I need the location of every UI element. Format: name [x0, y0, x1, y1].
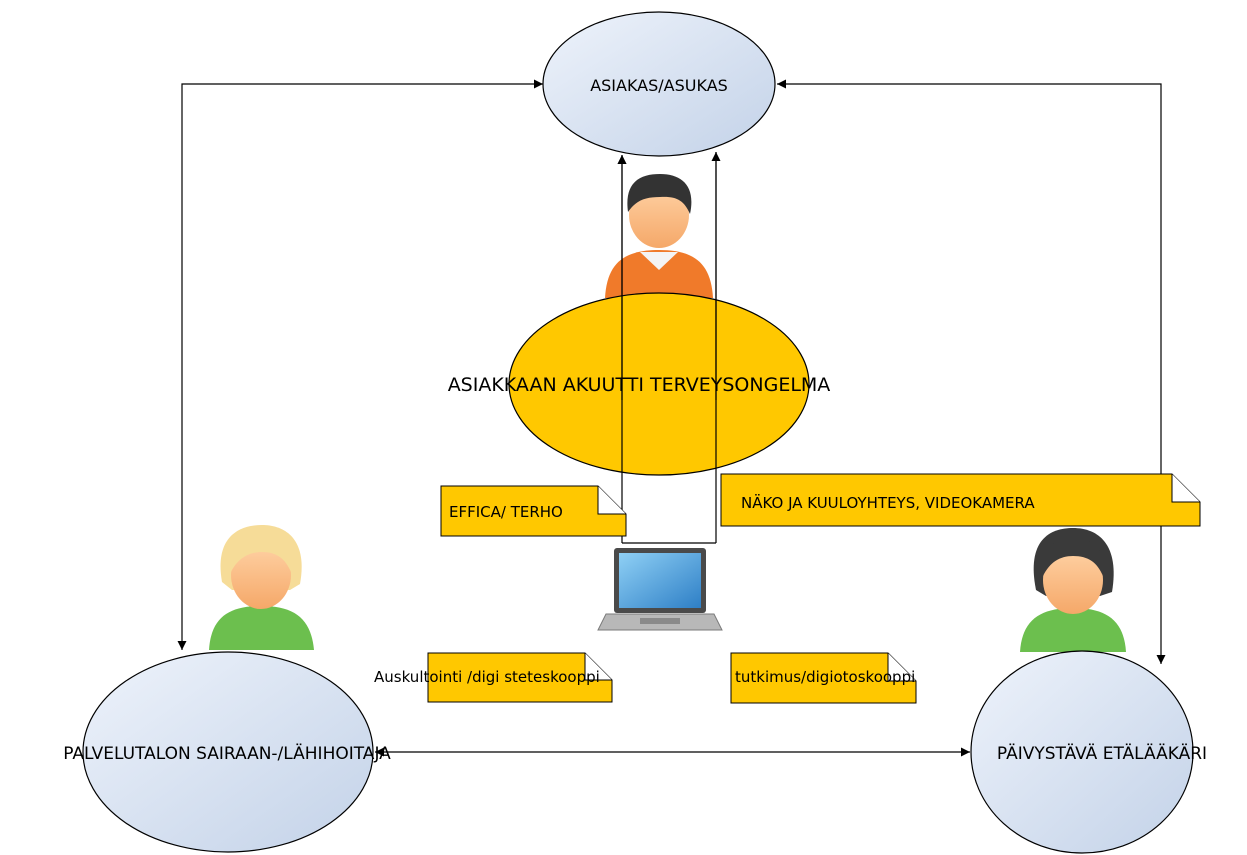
doctor-label: PÄIVYSTÄVÄ ETÄLÄÄKÄRI	[997, 743, 1207, 764]
note-video-text: NÄKO JA KUULOYHTEYS, VIDEOKAMERA	[741, 493, 1035, 512]
client-label: ASIAKAS/ASUKAS	[590, 76, 728, 95]
problem-label: ASIAKKAAN AKUUTTI TERVEYSONGELMA	[448, 374, 831, 396]
note-effica-text: EFFICA/ TERHO	[449, 503, 563, 521]
laptop-icon	[597, 548, 723, 631]
arrow-client-nurse	[177, 79, 543, 650]
note-stethoscope	[427, 652, 613, 703]
note-stethoscope-text: Auskultointi /digi steteskooppi	[374, 668, 600, 686]
arrow-client-doctor	[777, 79, 1166, 664]
person-dark-hair-icon	[1020, 528, 1126, 652]
node-nurse	[82, 651, 374, 853]
note-otoscope	[730, 652, 917, 704]
person-blonde-icon	[209, 525, 314, 650]
nurse-label: PALVELUTALON SAIRAAN-/LÄHIHOITAJA	[63, 743, 391, 764]
laptop-loop-arrows	[617, 152, 721, 400]
note-effica	[440, 485, 627, 537]
person-orange-hoodie-icon	[605, 174, 713, 298]
note-video	[720, 473, 1201, 527]
note-otoscope-text: tutkimus/digiotoskooppi	[735, 668, 915, 686]
